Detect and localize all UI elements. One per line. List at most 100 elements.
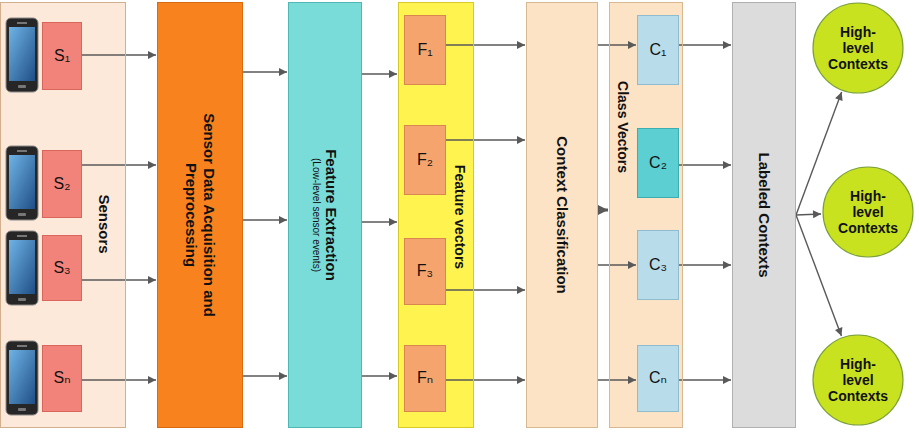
class-box: C₂ — [637, 128, 679, 198]
phone-speaker — [17, 235, 27, 237]
box-label: Context Classification — [553, 85, 571, 345]
class-box: Cₙ — [637, 345, 679, 412]
phone-speaker — [17, 150, 27, 152]
feature-box: F₂ — [404, 125, 446, 195]
arrow-connector — [82, 54, 156, 55]
arrow-connector — [446, 139, 525, 140]
context-label: High-level Contexts — [827, 24, 890, 72]
label-holder: S₃ — [43, 236, 81, 300]
label-holder: High-level Contexts — [822, 166, 914, 258]
context-circle: High-level Contexts — [812, 334, 904, 426]
phone-speaker — [17, 345, 27, 347]
rotated-label: Feature vectors — [452, 117, 469, 317]
sensor-box: S₁ — [42, 22, 82, 90]
arrow-connector — [362, 73, 397, 74]
vector-label: S₁ — [54, 47, 70, 65]
arrow-connector — [598, 209, 608, 212]
phone-button — [18, 408, 26, 411]
panel-fill — [398, 2, 474, 428]
arrow-connector — [679, 379, 731, 380]
phone-body — [6, 18, 38, 92]
arrow-connector — [446, 44, 525, 45]
arrow-connector — [598, 44, 636, 45]
rotated-label: Labeled Contexts — [755, 85, 773, 345]
arrow-connector — [362, 375, 397, 376]
label-holder: C₂ — [638, 129, 678, 197]
label-holder: High-level Contexts — [812, 334, 904, 426]
box-label: Class Vectors — [615, 47, 632, 207]
label-holder: S₁ — [43, 23, 81, 89]
box-label: (Low-level sensor events) — [310, 65, 322, 365]
vector-label: S₃ — [53, 259, 70, 277]
phone-icon — [6, 341, 38, 415]
phone-icon — [6, 18, 38, 92]
vector-panel: C₁ C₂ C₃ Cₙ Class Vectors — [609, 2, 683, 428]
arrow-connector — [362, 221, 397, 222]
box-label: Sensors — [95, 124, 113, 324]
rotated-label: Feature Extraction(Low-level sensor even… — [310, 65, 340, 365]
context-label: High-level Contexts — [827, 356, 890, 404]
box-label: Feature Extraction — [322, 65, 340, 365]
arrow-connector — [679, 264, 731, 265]
circle-shape — [813, 335, 903, 425]
label-holder: F₃ — [405, 239, 445, 304]
phone-screen — [9, 155, 35, 209]
phone-icon — [6, 146, 38, 220]
rotated-label: Sensors — [95, 124, 113, 324]
sensor-panel: S₁ S₂ S₃ Sₙ Sensors — [0, 2, 126, 428]
process-box: Labeled Contexts — [732, 2, 796, 428]
feature-box: F₁ — [404, 15, 446, 85]
class-box: C₃ — [637, 230, 679, 300]
vector-label: Cₙ — [649, 369, 667, 387]
box-label: Labeled Contexts — [755, 85, 773, 345]
arrow-connector — [82, 379, 156, 380]
vector-label: C₃ — [649, 256, 667, 274]
circle-shape — [813, 3, 903, 93]
phone-screen — [9, 27, 35, 81]
label-holder: Fₙ — [405, 346, 445, 411]
process-box: Sensor Data Acquisition and Preprocessin… — [157, 2, 243, 428]
label-holder: C₁ — [638, 16, 678, 84]
phone-body — [6, 146, 38, 220]
rotated-label: Sensor Data Acquisition and Preprocessin… — [182, 85, 218, 345]
label-holder: C₃ — [638, 231, 678, 299]
vector-label: Sₙ — [53, 369, 70, 387]
arrow-connector — [796, 214, 821, 215]
arrow-connector — [598, 264, 636, 265]
process-box: Context Classification — [526, 2, 598, 428]
label-holder: F₁ — [405, 16, 445, 84]
phone-button — [18, 213, 26, 216]
phone-screen — [9, 350, 35, 404]
context-circle: High-level Contexts — [822, 166, 914, 258]
vector-label: C₁ — [650, 41, 667, 59]
phone-speaker — [17, 22, 27, 24]
arrow-connector — [243, 219, 287, 220]
phone-screen — [9, 240, 35, 294]
label-holder: Sₙ — [43, 346, 81, 411]
box-label: Feature vectors — [452, 117, 469, 317]
rotated-label: Class Vectors — [615, 47, 632, 207]
arrow-connector — [446, 379, 525, 380]
context-circle: High-level Contexts — [812, 2, 904, 94]
phone-body — [6, 231, 38, 305]
vector-panel: F₁ F₂ F₃ Fₙ Feature vectors — [398, 2, 474, 428]
panel-fills — [0, 2, 683, 428]
feature-box: Fₙ — [404, 345, 446, 412]
arrow-connector — [598, 379, 636, 380]
label-holder: S₂ — [43, 151, 81, 217]
process-box: Feature Extraction(Low-level sensor even… — [288, 2, 362, 428]
vector-label: F₃ — [417, 262, 433, 280]
arrow-connector — [679, 164, 731, 165]
label-holder: High-level Contexts — [812, 2, 904, 94]
phone-body — [6, 341, 38, 415]
sensor-box: Sₙ — [42, 345, 82, 412]
arrow-connector — [243, 375, 287, 376]
panel-fill — [0, 2, 126, 428]
label-holder: Cₙ — [638, 346, 678, 411]
context-label: High-level Contexts — [837, 188, 900, 236]
vector-label: C₂ — [649, 154, 667, 172]
sensor-box: S₃ — [42, 235, 82, 301]
panel-fill — [609, 2, 683, 428]
arrow-connector — [82, 279, 156, 280]
